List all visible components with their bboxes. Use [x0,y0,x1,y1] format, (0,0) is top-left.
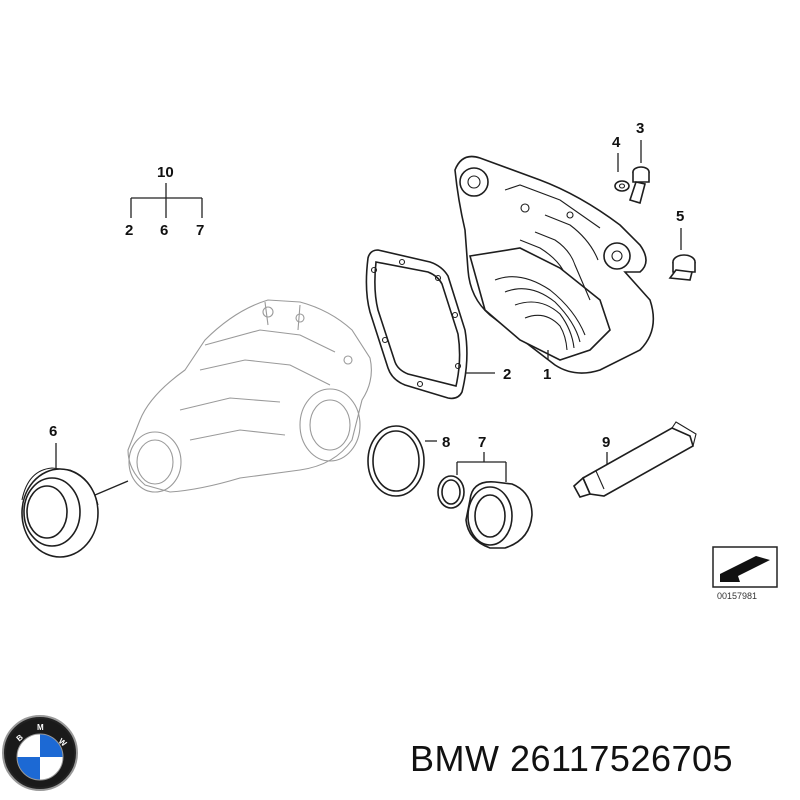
svg-text:M: M [37,723,44,732]
o-ring: 8 [367,425,450,497]
seal-set-right: 7 [437,434,533,549]
diagram-reference: 00157981 [712,546,778,601]
gasket: 2 [365,249,511,400]
part-number: 26117526705 [510,738,734,779]
callout-7-group: 7 [196,222,204,239]
shaft-seal-left: 6 [21,423,129,558]
callout-4-washer: 4 [612,134,621,151]
differential-housing [127,299,372,493]
oil-plug: 5 [668,208,696,281]
brand-name: BMW [410,738,500,779]
callout-9-tube: 9 [602,434,610,451]
callout-6-seal: 6 [49,423,57,440]
callout-2-gasket: 2 [503,366,511,383]
part-number-caption: BMW 26117526705 [410,738,733,780]
svg-text:W: W [57,737,69,749]
differential-cover: 1 [454,155,655,383]
callout-group-10: 10 2 6 7 [125,164,204,239]
sealant-tube: 9 [572,421,697,498]
callout-8-oring: 8 [442,434,450,451]
callout-5-plug: 5 [676,208,684,225]
svg-text:B: B [15,733,25,744]
callout-7-seal: 7 [478,434,486,451]
callout-6-group: 6 [160,222,168,239]
callout-3-bolt: 3 [636,120,644,137]
diagram-ref-code: 00157981 [717,591,757,601]
callout-2-group: 2 [125,222,133,239]
callout-10: 10 [157,164,174,181]
callout-1-cover: 1 [543,366,551,383]
bmw-logo: B M W [2,715,78,791]
arrow-icon [720,556,770,582]
bolt-and-washer: 3 4 [612,120,650,205]
